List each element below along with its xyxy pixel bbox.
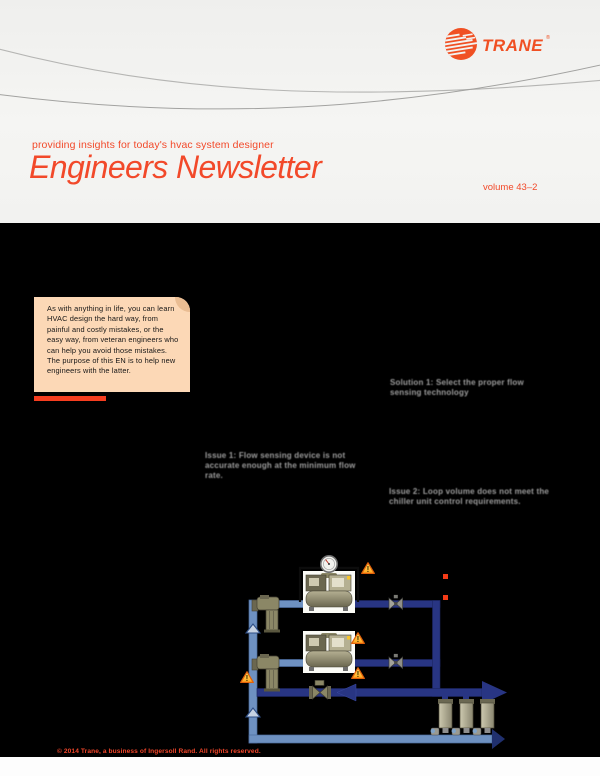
registered-mark: ® [546, 34, 550, 41]
pressure-gauge-icon [298, 554, 360, 602]
accent-bar [34, 396, 106, 401]
heading-solution-1: Solution 1: Select the proper flow sensi… [390, 378, 524, 397]
decorative-curves [0, 48, 600, 110]
cooling-coil-icon [479, 698, 496, 734]
page-title: Engineers Newsletter [29, 149, 322, 185]
flow-arrow-left-icon [336, 683, 357, 702]
chiller-icon [302, 570, 356, 614]
cooling-coil-icon [437, 698, 454, 734]
return-pipes [256, 600, 507, 704]
legend-marker [443, 574, 448, 579]
coil-pump-icon [430, 727, 440, 736]
trane-logo: TRANE ® [444, 28, 550, 60]
pipe-end-cone-icon [492, 729, 505, 749]
callout-text: As with anything in life, you can learn … [47, 304, 179, 376]
chevron-up-icon [245, 623, 261, 634]
tagline: providing insights for today's hvac syst… [32, 139, 274, 151]
heading-issue-1: Issue 1: Flow sensing device is not accu… [205, 451, 356, 480]
supply-pipes [248, 599, 505, 749]
masthead-background [0, 0, 600, 223]
chilled-water-diagram: ! [240, 554, 507, 749]
volume-label: volume 43–2 [483, 182, 538, 193]
chevron-up-icon [245, 707, 261, 718]
coil-pump-icon [451, 727, 461, 736]
legend-marker [443, 595, 448, 600]
warning-triangle-icon [361, 562, 375, 575]
bottom-margin [0, 757, 600, 776]
chiller-icon [302, 630, 356, 674]
copyright-text: © 2014 Trane, a business of Ingersoll Ra… [57, 748, 261, 755]
logo-wordmark: TRANE [482, 36, 543, 55]
callout-box: As with anything in life, you can learn … [34, 297, 190, 392]
heading-issue-2: Issue 2: Loop volume does not meet the c… [389, 487, 550, 506]
cooling-coil-icon [458, 698, 475, 734]
coil-pump-icon [472, 727, 482, 736]
